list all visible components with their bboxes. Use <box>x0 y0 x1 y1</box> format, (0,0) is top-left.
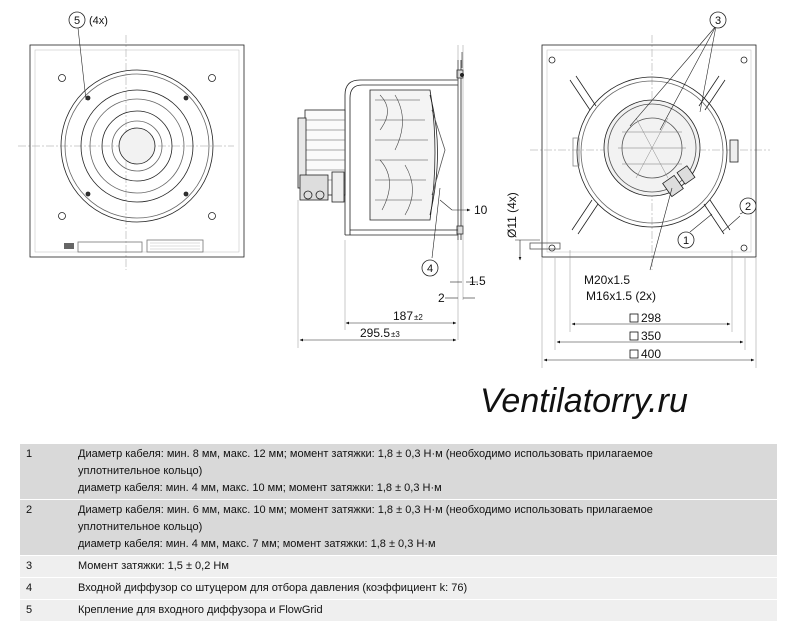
rear-dim-labels: M20x1.5 M16x1.5 (2x) 298 350 400 <box>584 273 661 361</box>
legend-line: диаметр кабеля: мин. 4 мм, макс. 7 мм; м… <box>78 538 436 550</box>
cable-gland <box>331 171 345 203</box>
front-label-plate <box>77 241 143 253</box>
dim-295-5-tolerance: ±3 <box>391 330 400 339</box>
dim-hole-diameter: Ø11 (4x) <box>505 192 519 238</box>
side-frame-top <box>344 79 458 235</box>
dim-298: 298 <box>641 311 661 325</box>
legend-line: Входной диффузор со штуцером для отбора … <box>78 582 468 594</box>
legend-line: диаметр кабеля: мин. 4 мм, макс. 10 мм; … <box>78 482 442 494</box>
rear-mounting-plate <box>541 44 757 258</box>
legend-table: 1 Диаметр кабеля: мин. 8 мм, макс. 12 мм;… <box>20 444 777 622</box>
mounting-hole <box>208 212 216 220</box>
dim-10: 10 <box>474 203 488 217</box>
legend-row: 1 Диаметр кабеля: мин. 8 мм, макс. 12 мм;… <box>20 444 777 500</box>
mounting-hole <box>740 244 748 252</box>
legend-line: Диаметр кабеля: мин. 8 мм, макс. 12 мм; … <box>78 448 653 460</box>
legend-row: 3 Момент затяжки: 1,5 ± 0,2 Нм <box>20 555 777 578</box>
callout-1: 1 <box>677 231 695 249</box>
rear-view <box>529 35 770 270</box>
dim-400: 400 <box>641 347 661 361</box>
technical-drawing: 5 (4x) <box>18 11 770 420</box>
thread-m20: M20x1.5 <box>584 273 630 287</box>
callout-2: 2 <box>739 197 757 215</box>
legend-description: Момент затяжки: 1,5 ± 0,2 Нм <box>72 556 777 578</box>
callout-3-number: 3 <box>715 15 721 27</box>
dim-187-tolerance: ±2 <box>414 313 423 322</box>
rear-cable-gland <box>662 174 684 198</box>
square-350: 350 <box>629 329 661 343</box>
legend-row: 2 Диаметр кабеля: мин. 6 мм, макс. 10 мм;… <box>20 499 777 556</box>
mounting-hole <box>58 74 66 82</box>
callout-5-qty: (4x) <box>89 15 108 27</box>
front-view <box>18 27 245 270</box>
front-hub <box>101 110 173 182</box>
side-dimensions <box>297 45 540 348</box>
callout-2-number: 2 <box>745 201 751 213</box>
legend-description: Входной диффузор со штуцером для отбора … <box>72 578 777 600</box>
legend-number: 5 <box>26 604 33 616</box>
front-inlet-ring-outer <box>60 69 214 223</box>
rear-strut <box>569 75 597 111</box>
mounting-hole <box>58 212 66 220</box>
rear-leaders <box>541 25 757 368</box>
legend-description: Диаметр кабеля: мин. 8 мм, макс. 12 мм; … <box>72 444 777 500</box>
mounting-hole <box>740 56 748 64</box>
callout-3: 3 <box>709 11 727 29</box>
watermark: Ventilatorry.ru <box>480 382 688 420</box>
callout-5-number: 5 <box>74 15 80 27</box>
callout-1-number: 1 <box>683 235 689 247</box>
dim-350: 350 <box>641 329 661 343</box>
inlet-cone <box>429 94 438 216</box>
dim-295-5: 295.5 <box>360 326 390 340</box>
legend-row: 4 Входной диффузор со штуцером для отбора… <box>20 577 777 600</box>
callout-4-number: 4 <box>427 263 433 275</box>
mounting-hole <box>548 56 556 64</box>
dim-1-5: 1.5 <box>469 274 486 288</box>
callout-5: 5 (4x) <box>68 11 108 29</box>
mounting-hole <box>208 74 216 82</box>
thread-m16: M16x1.5 (2x) <box>586 289 656 303</box>
legend-number: 2 <box>26 504 33 516</box>
legend-description: Диаметр кабеля: мин. 6 мм, макс. 10 мм; … <box>72 500 777 556</box>
legend-number: 1 <box>26 448 33 460</box>
square-400: 400 <box>629 347 661 361</box>
legend-line: Момент затяжки: 1,5 ± 0,2 Нм <box>78 560 229 572</box>
front-mounting-plate <box>29 44 245 258</box>
mounting-hole <box>548 244 556 252</box>
dim-187: 187 <box>393 309 413 323</box>
legend-number: 4 <box>26 582 33 594</box>
square-298: 298 <box>629 311 661 325</box>
impeller-housing <box>369 89 436 221</box>
legend-line: уплотнительное кольцо) <box>78 465 203 477</box>
rear-ring <box>576 76 728 228</box>
side-dim-labels: 10 1.5 2 187 ±2 295.5 ±3 Ø11 (4x) <box>360 192 519 340</box>
dim-2: 2 <box>438 291 445 305</box>
legend-line: Диаметр кабеля: мин. 6 мм, макс. 10 мм; … <box>78 504 653 516</box>
legend-number: 3 <box>26 560 33 572</box>
legend-line: уплотнительное кольцо) <box>78 521 203 533</box>
callout-4: 4 <box>421 259 439 277</box>
side-view <box>297 60 464 240</box>
